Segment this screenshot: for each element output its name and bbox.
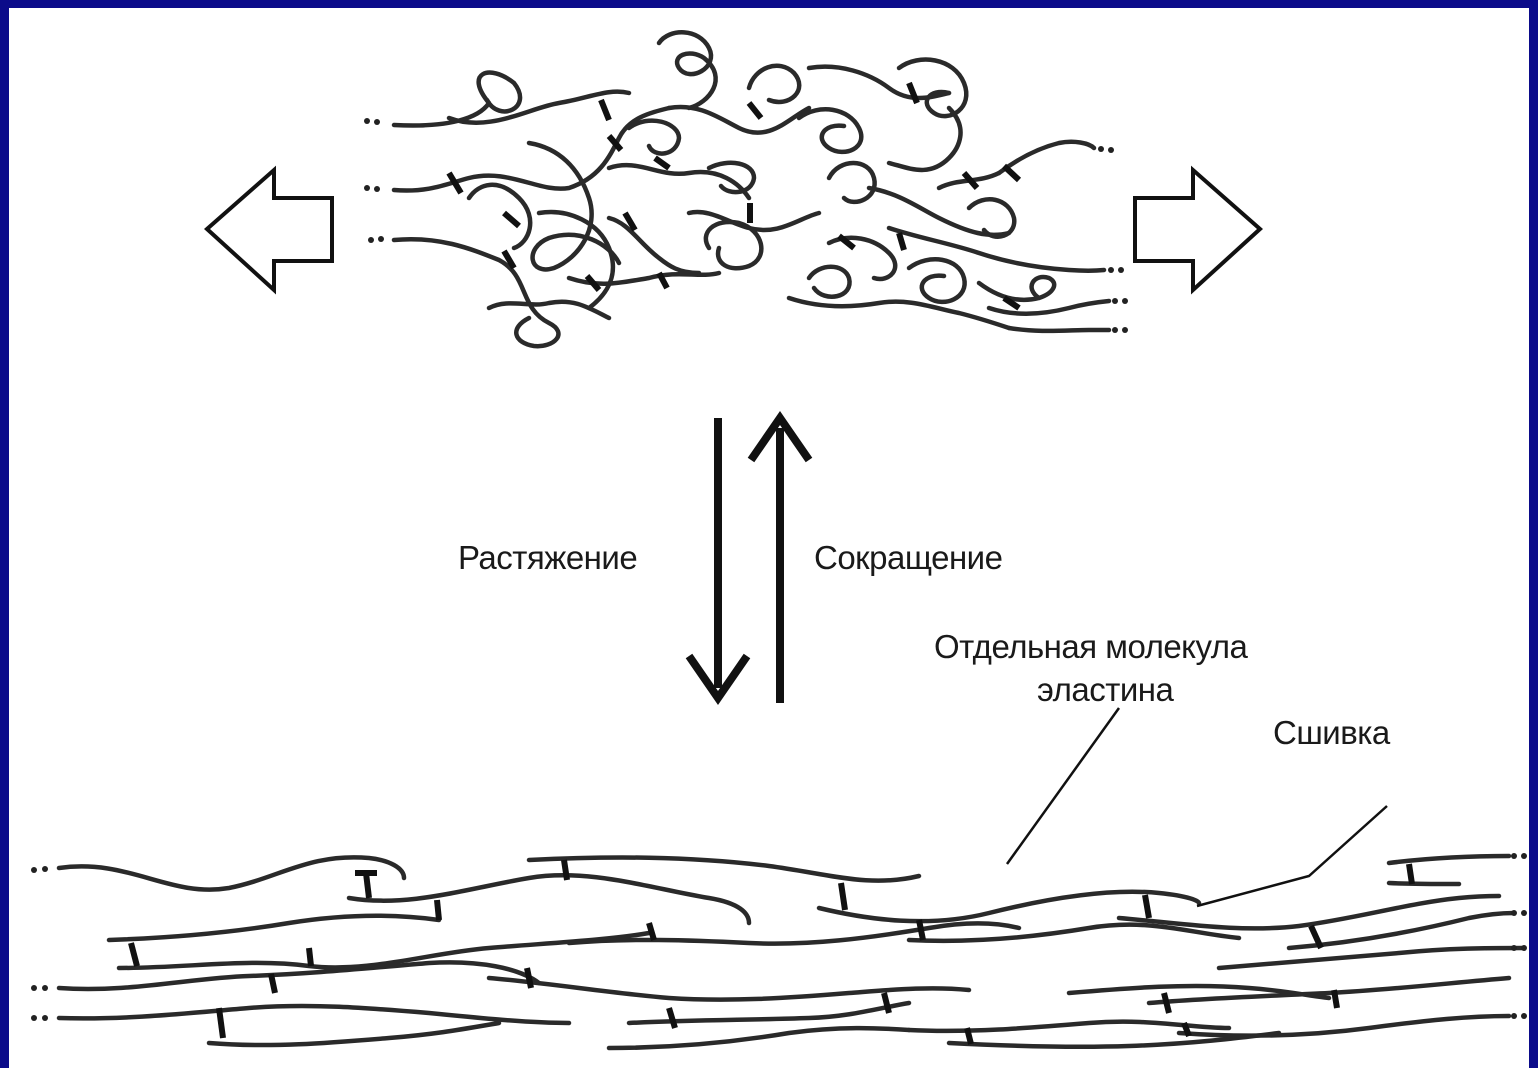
elastin-diagram	[9, 8, 1529, 1068]
contraction-up-arrow	[751, 418, 809, 703]
crosslink-label: Сшивка	[1273, 716, 1390, 749]
relaxed-elastin-network	[394, 32, 1109, 346]
right-stretch-arrow	[1135, 170, 1260, 290]
molecule-label-line1: Отдельная молекула	[934, 630, 1247, 663]
stretched-crosslinks	[131, 860, 1412, 1044]
crosslink-leader-line	[1197, 806, 1387, 906]
molecule-leader-line	[1007, 708, 1119, 864]
left-stretch-arrow	[207, 170, 332, 290]
stretched-elastin-network	[59, 856, 1524, 1048]
molecule-label-line2: эластина	[1037, 673, 1173, 706]
diagram-slide: Растяжение Сокращение Отдельная молекула…	[9, 8, 1529, 1068]
stretch-down-arrow	[689, 418, 747, 698]
contraction-label: Сокращение	[814, 541, 1002, 574]
stretch-label: Растяжение	[458, 541, 637, 574]
